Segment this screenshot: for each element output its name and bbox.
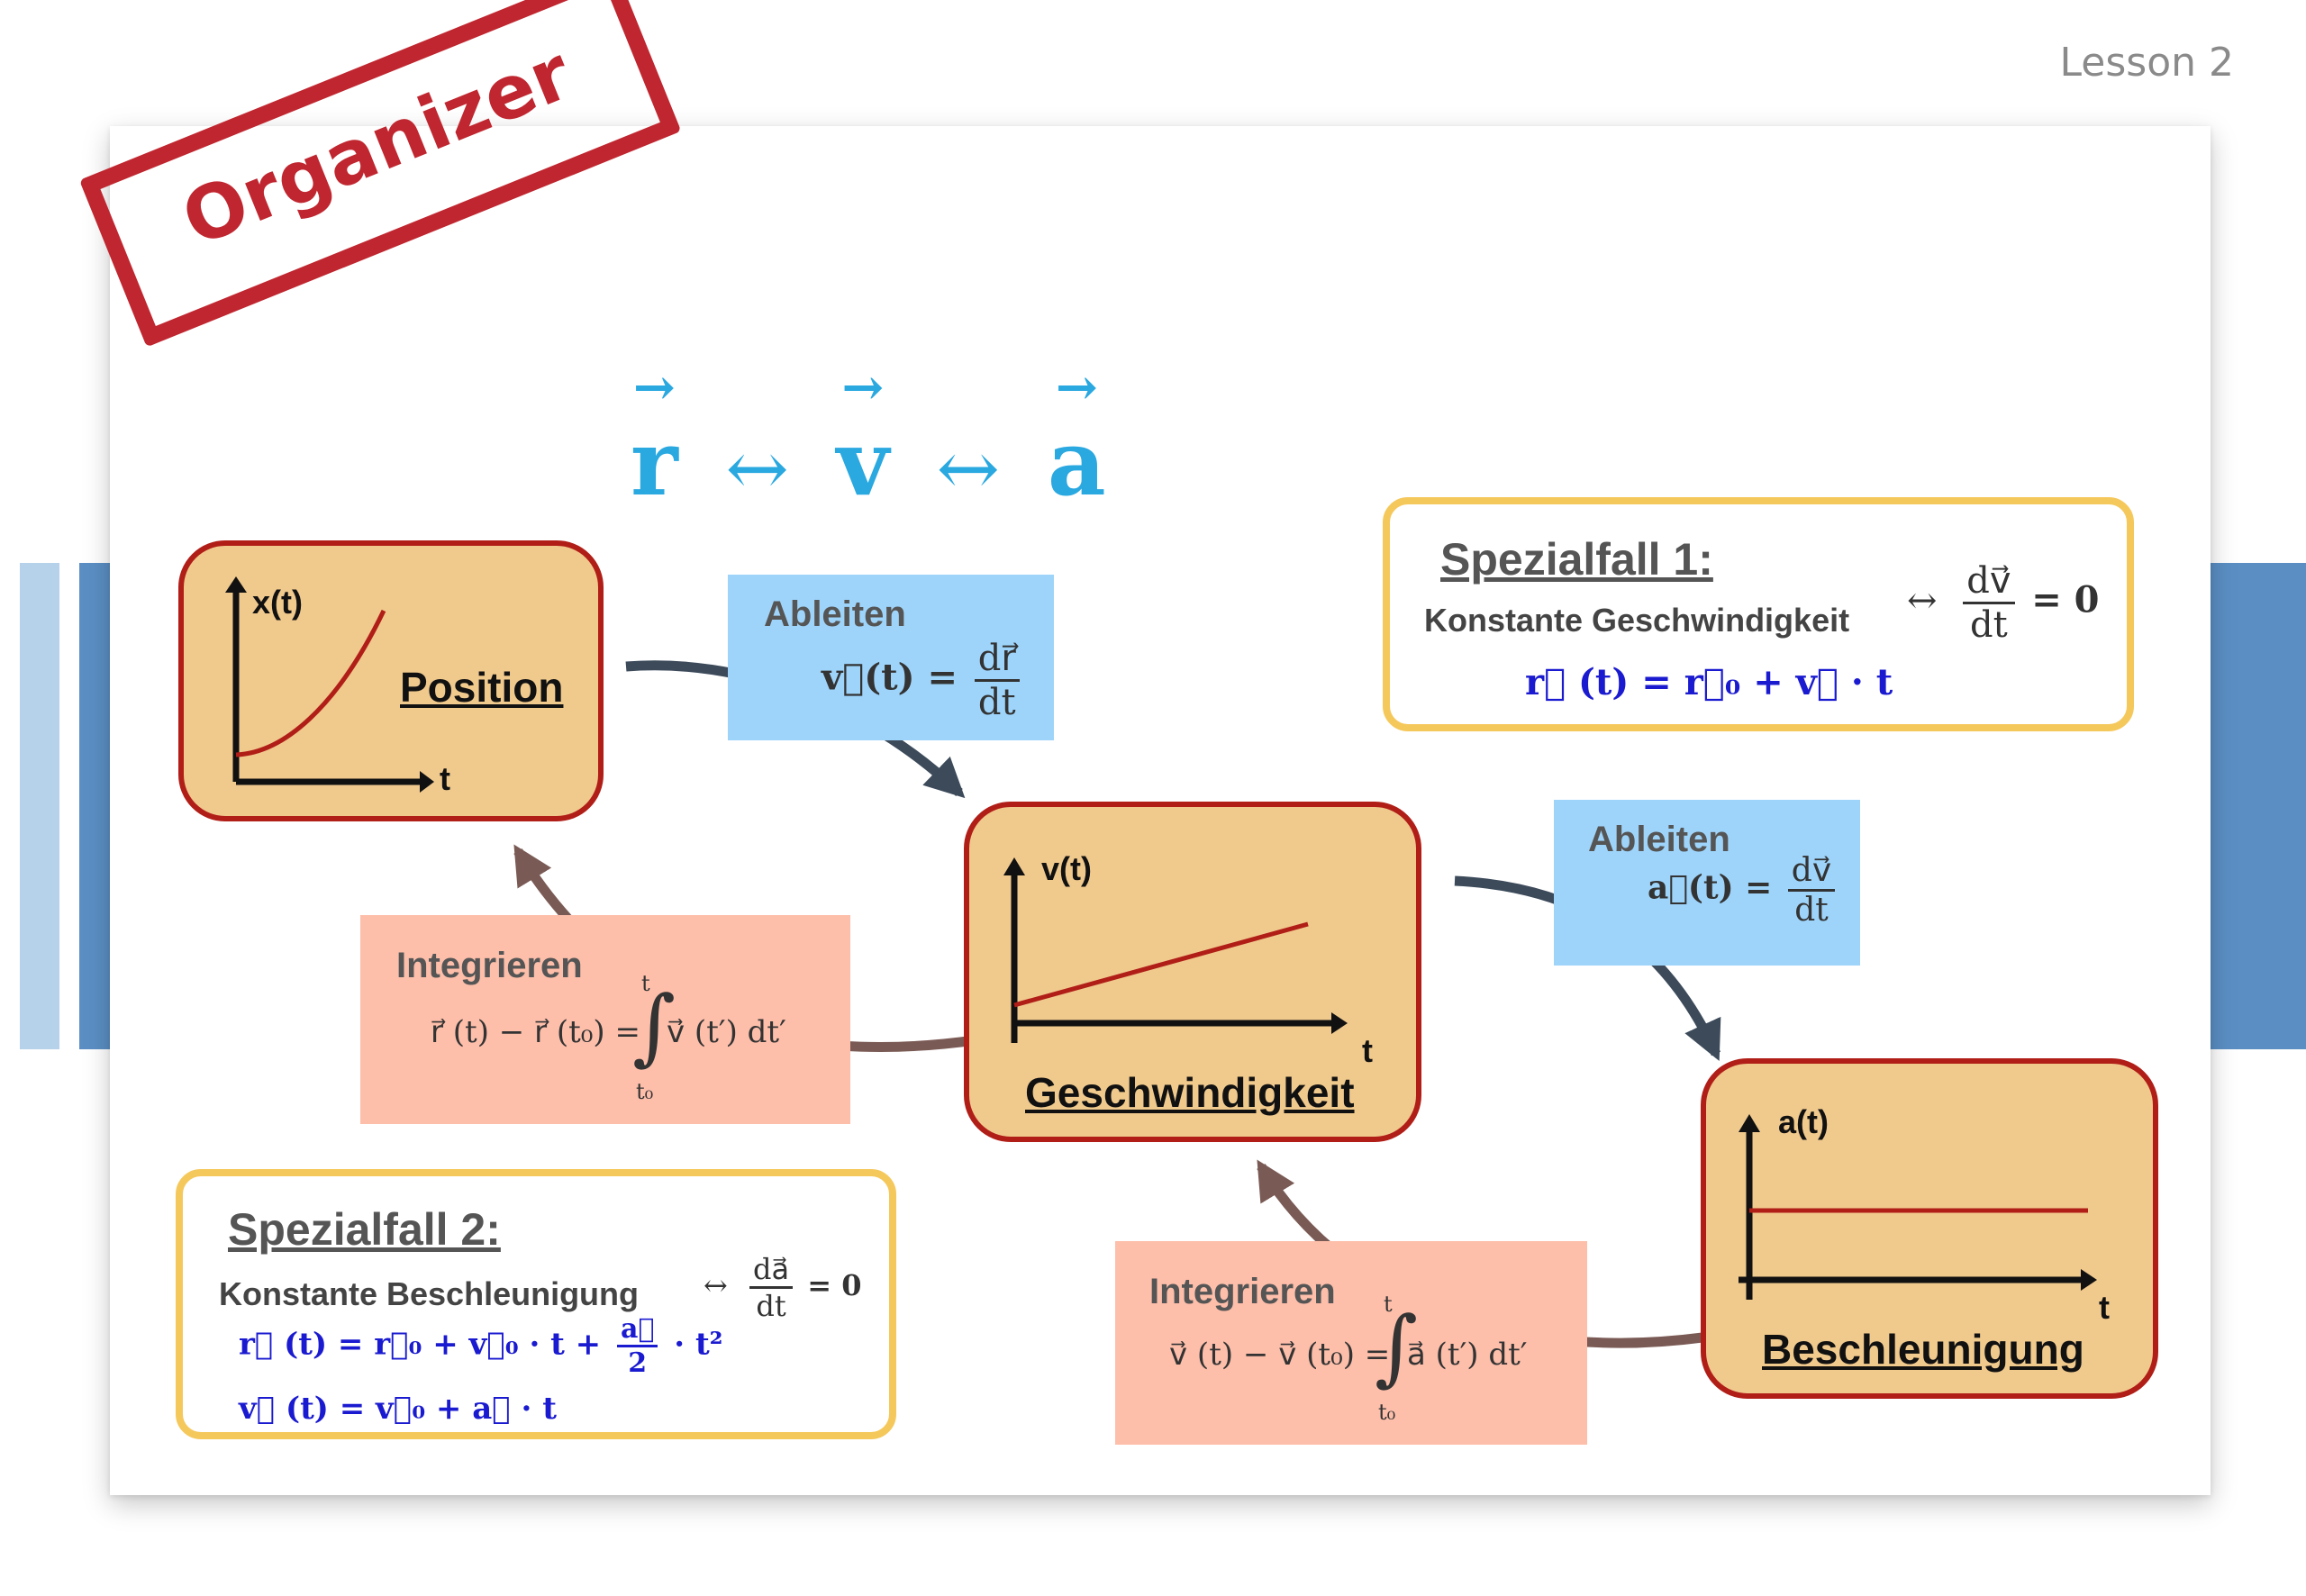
position-x-axis-label: t bbox=[440, 760, 450, 797]
integrate-position-integral-sign: ∫ bbox=[632, 978, 676, 1075]
derive-acceleration-den: dt bbox=[1794, 892, 1829, 929]
integrate-position-title: Integrieren bbox=[396, 946, 583, 985]
special-case-2-formula-2: v⃗ (t) = v⃗₀ + a⃗ · t bbox=[239, 1391, 557, 1427]
lesson-label: Lesson 2 bbox=[2059, 40, 2234, 86]
special-case-1: Spezialfall 1: Konstante Geschwindigkeit… bbox=[1383, 497, 2134, 731]
special-case-2: Spezialfall 2: Konstante Beschleunigung … bbox=[176, 1169, 896, 1439]
special-case-2-formula-1-fraction: a⃗ 2 bbox=[617, 1313, 658, 1379]
integrate-position-upper: t bbox=[641, 971, 650, 996]
integrate-velocity-upper: t bbox=[1384, 1292, 1393, 1317]
derive-velocity-formula: v⃗(t) = dr⃗ dt bbox=[822, 638, 1025, 723]
special-case-2-num: da⃗ bbox=[749, 1252, 794, 1289]
special-case-2-den: dt bbox=[756, 1289, 786, 1323]
special-case-2-formula-1b: · t² bbox=[674, 1326, 723, 1363]
special-case-2-fraction: da⃗ dt bbox=[749, 1252, 794, 1323]
headline-arrow-2: ↔ bbox=[936, 424, 1001, 512]
headline-formula: r ↔ v ↔ a bbox=[631, 410, 1135, 527]
special-case-1-rhs: = 0 bbox=[2031, 578, 2100, 621]
headline-v: v bbox=[837, 410, 889, 516]
special-case-2-formula-1-num: a⃗ bbox=[617, 1313, 658, 1347]
integrate-velocity-integrand: a⃗ (t′) dt′ bbox=[1407, 1337, 1528, 1373]
special-case-2-title: Spezialfall 2: bbox=[228, 1204, 501, 1255]
special-case-2-formula-1: r⃗ (t) = r⃗₀ + v⃗₀ · t + a⃗ 2 · t² bbox=[239, 1313, 723, 1379]
special-case-1-den: dt bbox=[1970, 604, 2008, 646]
velocity-y-axis-label: v(t) bbox=[1041, 850, 1092, 887]
derive-velocity-title: Ableiten bbox=[764, 594, 906, 634]
integrate-velocity-integral-sign: ∫ bbox=[1375, 1299, 1418, 1395]
integrate-position-box: Integrieren r⃗ (t) − r⃗ (t₀) = t ∫ t₀ v⃗… bbox=[360, 915, 850, 1124]
headline-arrow-1: ↔ bbox=[725, 424, 789, 512]
velocity-graph bbox=[1003, 857, 1348, 1043]
special-case-2-arrow: ↔ bbox=[704, 1268, 728, 1302]
acceleration-x-axis-label: t bbox=[2099, 1289, 2110, 1326]
integrate-velocity-box: Integrieren v⃗ (t) − v⃗ (t₀) = t ∫ t₀ a⃗… bbox=[1115, 1241, 1587, 1445]
acceleration-graph bbox=[1739, 1114, 2097, 1300]
integrate-velocity-title: Integrieren bbox=[1149, 1272, 1336, 1311]
velocity-x-axis-label: t bbox=[1362, 1032, 1373, 1069]
acceleration-label: Beschleunigung bbox=[1762, 1326, 2084, 1373]
derive-acceleration-num: dv⃗ bbox=[1787, 852, 1836, 892]
derive-velocity-lhs: v⃗(t) = bbox=[822, 656, 958, 699]
left-band-light bbox=[20, 563, 59, 1049]
special-case-1-condition: ↔ dv⃗ dt = 0 bbox=[1907, 560, 2100, 646]
special-case-2-condition: ↔ da⃗ dt = 0 bbox=[704, 1252, 861, 1323]
special-case-1-fraction: dv⃗ dt bbox=[1963, 560, 2015, 646]
special-case-2-formula-1-den: 2 bbox=[628, 1347, 648, 1379]
integrate-position-lhs: r⃗ (t) − r⃗ (t₀) = bbox=[431, 1014, 640, 1050]
special-case-1-description: Konstante Geschwindigkeit bbox=[1424, 602, 1850, 639]
special-case-2-rhs: = 0 bbox=[807, 1268, 862, 1302]
special-case-2-formula-1a: r⃗ (t) = r⃗₀ + v⃗₀ · t + bbox=[239, 1326, 602, 1363]
derive-acceleration-box: Ableiten a⃗(t) = dv⃗ dt bbox=[1554, 800, 1860, 966]
special-case-1-num: dv⃗ bbox=[1963, 560, 2015, 604]
derive-velocity-den: dt bbox=[977, 682, 1016, 723]
integrate-velocity-lower: t₀ bbox=[1378, 1400, 1396, 1425]
integrate-velocity-lhs: v⃗ (t) − v⃗ (t₀) = bbox=[1169, 1337, 1391, 1373]
derive-acceleration-formula: a⃗(t) = dv⃗ dt bbox=[1648, 852, 1840, 929]
integrate-position-lower: t₀ bbox=[636, 1079, 654, 1104]
special-case-1-title: Spezialfall 1: bbox=[1440, 534, 1713, 585]
derive-velocity-num: dr⃗ bbox=[974, 638, 1020, 682]
special-case-1-formula: r⃗ (t) = r⃗₀ + v⃗ · t bbox=[1525, 661, 1893, 703]
acceleration-y-axis-label: a(t) bbox=[1778, 1103, 1829, 1140]
left-band bbox=[79, 563, 110, 1049]
position-graph bbox=[225, 576, 434, 793]
right-band bbox=[2211, 563, 2306, 1049]
special-case-2-description: Konstante Beschleunigung bbox=[219, 1275, 640, 1312]
integrate-position-integrand: v⃗ (t′) dt′ bbox=[667, 1014, 786, 1050]
velocity-label: Geschwindigkeit bbox=[1025, 1069, 1355, 1116]
derive-acceleration-title: Ableiten bbox=[1588, 820, 1730, 859]
headline-a: a bbox=[1048, 410, 1106, 516]
derive-velocity-fraction: dr⃗ dt bbox=[974, 638, 1020, 723]
derive-velocity-box: Ableiten v⃗(t) = dr⃗ dt bbox=[728, 575, 1054, 740]
node-position: x(t) t Position bbox=[178, 540, 604, 821]
special-case-1-arrow: ↔ bbox=[1907, 579, 1938, 621]
position-label: Position bbox=[400, 664, 564, 711]
position-y-axis-label: x(t) bbox=[252, 584, 303, 621]
headline-r: r bbox=[631, 410, 678, 516]
node-velocity: v(t) t Geschwindigkeit bbox=[964, 802, 1421, 1142]
derive-acceleration-fraction: dv⃗ dt bbox=[1787, 852, 1836, 929]
node-acceleration: a(t) t Beschleunigung bbox=[1701, 1058, 2158, 1399]
derive-acceleration-lhs: a⃗(t) = bbox=[1648, 868, 1773, 907]
